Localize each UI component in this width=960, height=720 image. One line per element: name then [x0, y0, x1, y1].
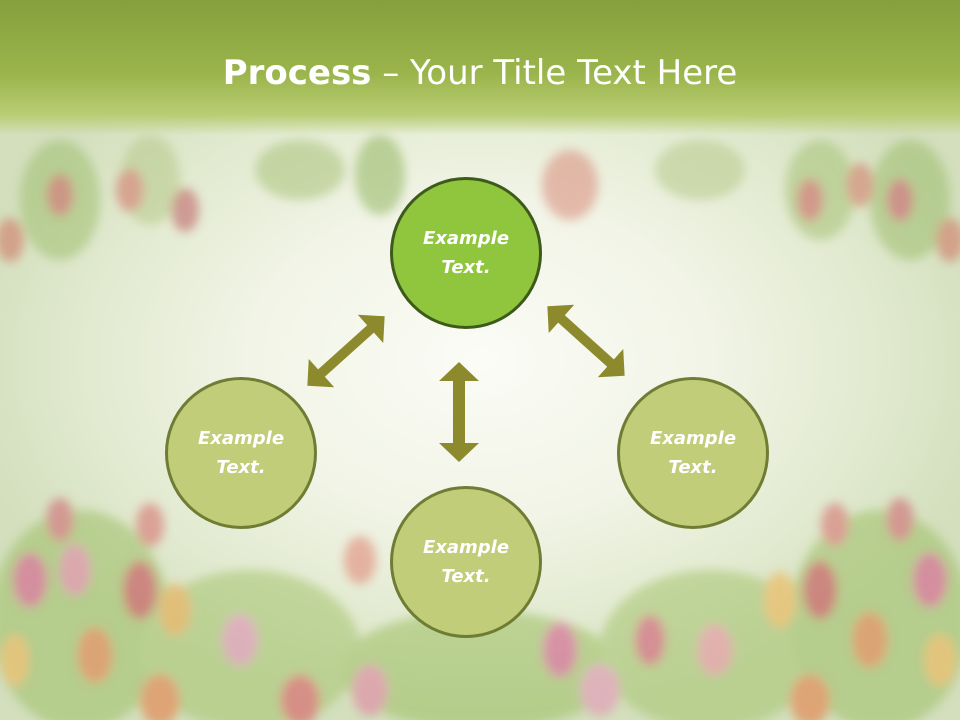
node-right-line1: Example [649, 428, 737, 449]
node-bottom-line2: Text. [441, 566, 491, 587]
double-arrow-top-right [547, 304, 625, 378]
node-top-line2: Text. [441, 257, 491, 278]
node-right-line2: Text. [668, 457, 718, 478]
slide-title: Process – Your Title Text Here [0, 53, 960, 93]
node-left-line2: Text. [216, 457, 266, 478]
process-node-right: Example Text. [617, 377, 769, 529]
title-bold-part: Process [222, 53, 372, 93]
title-rest: – Your Title Text Here [371, 53, 738, 93]
process-node-left: Example Text. [165, 377, 317, 529]
process-node-top: Example Text. [390, 177, 542, 329]
node-left-line1: Example [197, 428, 285, 449]
title-bar [0, 0, 960, 135]
node-bottom-line1: Example [422, 537, 510, 558]
node-top-line1: Example [422, 228, 510, 249]
double-arrow-vertical [439, 362, 479, 462]
double-arrow-top-left [307, 314, 385, 388]
process-node-bottom: Example Text. [390, 486, 542, 638]
